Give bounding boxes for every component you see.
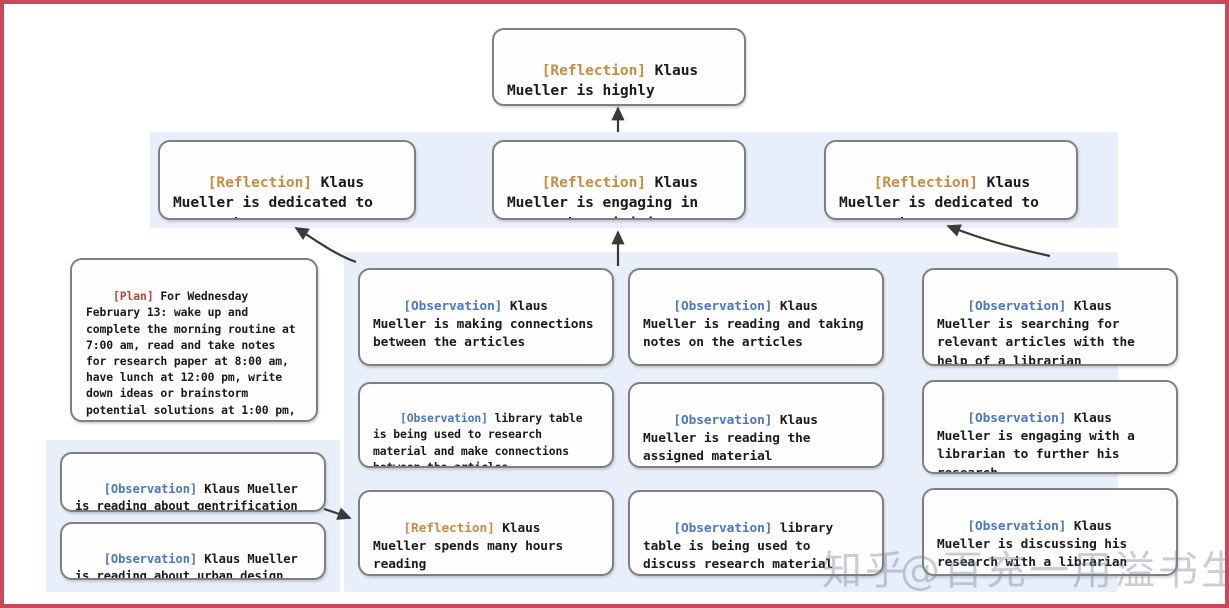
node-text: Klaus Mueller is reading the assigned ma… xyxy=(643,413,826,465)
node-tag: [Observation] xyxy=(673,299,773,315)
node-text: Klaus Mueller is reading about gentrific… xyxy=(75,482,305,512)
node-tag: [Reflection] xyxy=(873,173,978,191)
node-tag: [Observation] xyxy=(967,299,1067,315)
node-left-observation-2[interactable]: [Observation] Klaus Mueller is reading a… xyxy=(60,522,326,580)
node-column-b-1[interactable]: [Observation] Klaus Mueller is reading a… xyxy=(628,268,884,366)
node-reflection-middle[interactable]: [Reflection] Klaus Mueller is engaging i… xyxy=(492,140,746,220)
node-text: Klaus Mueller is searching for relevant … xyxy=(937,299,1143,366)
node-column-b-3[interactable]: [Observation] library table is being use… xyxy=(628,490,884,576)
node-text: Klaus Mueller is engaging in research ac… xyxy=(507,173,699,218)
node-text: Klaus Mueller is highly dedicated to res… xyxy=(507,61,699,104)
node-column-c-1[interactable]: [Observation] Klaus Mueller is searching… xyxy=(922,268,1178,366)
node-text: library table is being used to discuss r… xyxy=(643,521,841,573)
node-reflection-left[interactable]: [Reflection] Klaus Mueller is dedicated … xyxy=(158,140,416,220)
node-text: Klaus Mueller is dedicated to research xyxy=(839,173,1039,218)
node-text: Klaus Mueller is engaging with a librari… xyxy=(937,411,1143,474)
node-root-reflection[interactable]: [Reflection] Klaus Mueller is highly ded… xyxy=(492,28,746,106)
node-tag: [Reflection] xyxy=(403,521,495,537)
node-reflection-right[interactable]: [Reflection] Klaus Mueller is dedicated … xyxy=(824,140,1078,220)
node-tag: [Observation] xyxy=(673,413,773,429)
node-column-a-1[interactable]: [Observation] Klaus Mueller is making co… xyxy=(358,268,614,366)
node-tag: [Observation] xyxy=(400,411,488,426)
node-text: Klaus Mueller is dedicated to research xyxy=(173,173,373,218)
node-column-c-2[interactable]: [Observation] Klaus Mueller is engaging … xyxy=(922,380,1178,474)
node-tag: [Observation] xyxy=(673,521,773,537)
node-tag: [Observation] xyxy=(403,299,503,315)
node-tag: [Reflection] xyxy=(207,173,312,191)
node-text: Klaus Mueller is reading and taking note… xyxy=(643,299,872,351)
node-text: For Wednesday February 13: wake up and c… xyxy=(86,289,296,420)
node-tag: [Observation] xyxy=(967,519,1067,535)
node-column-c-3[interactable]: [Observation] Klaus Mueller is discussin… xyxy=(922,488,1178,576)
node-text: Klaus Mueller spends many hours reading xyxy=(373,521,571,573)
node-tag: [Reflection] xyxy=(541,61,646,79)
node-tag: [Observation] xyxy=(103,552,198,567)
node-plan[interactable]: [Plan] For Wednesday February 13: wake u… xyxy=(70,258,318,422)
node-column-a-2[interactable]: [Observation] library table is being use… xyxy=(358,382,614,468)
node-column-b-2[interactable]: [Observation] Klaus Mueller is reading t… xyxy=(628,382,884,468)
node-tag: [Plan] xyxy=(113,289,154,304)
node-text: library table is being used to research … xyxy=(373,411,590,468)
node-tag: [Observation] xyxy=(967,411,1067,427)
node-column-a-3[interactable]: [Reflection] Klaus Mueller spends many h… xyxy=(358,490,614,576)
node-left-observation-1[interactable]: [Observation] Klaus Mueller is reading a… xyxy=(60,452,326,512)
node-tag: [Reflection] xyxy=(541,173,646,191)
node-text: Klaus Mueller is discussing his research… xyxy=(937,519,1135,571)
node-tag: [Observation] xyxy=(103,482,198,497)
node-text: Klaus Mueller is making connections betw… xyxy=(373,299,602,351)
node-text: Klaus Mueller is reading about urban des… xyxy=(75,552,305,580)
